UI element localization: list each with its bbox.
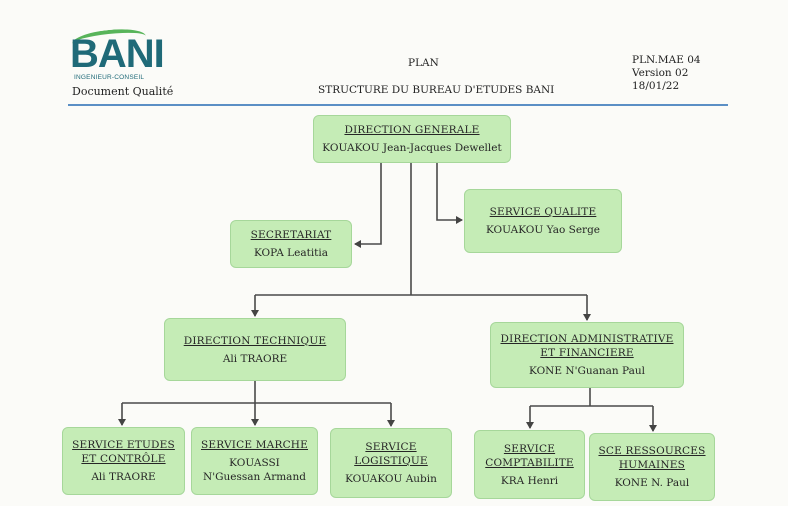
service-etudes-title-1: SERVICE ETUDES	[72, 439, 175, 451]
page-title: STRUCTURE DU BUREAU D'ETUDES BANI	[318, 84, 555, 96]
secretariat-person: KOPA Leatitia	[253, 247, 329, 259]
ressources-humaines-title-2: HUMAINES	[618, 459, 686, 471]
service-marche-person-2: N'Guessan Armand	[203, 471, 306, 483]
box-direction-administrative: DIRECTION ADMINISTRATIVE ET FINANCIERE K…	[490, 322, 684, 388]
service-comptabilite-person: KRA Henri	[500, 474, 559, 487]
logo-text: BANI	[70, 32, 165, 76]
direction-technique-person: Ali TRAORE	[222, 352, 288, 365]
direction-generale-person: KOUAKOU Jean-Jacques Dewellet	[322, 142, 502, 154]
document-reference: PLN.MAE 04 Version 02 18/01/22	[632, 54, 701, 93]
direction-generale-title: DIRECTION GENERALE	[344, 124, 480, 136]
direction-administrative-title-1: DIRECTION ADMINISTRATIVE	[500, 333, 674, 345]
service-comptabilite-title-1: SERVICE	[503, 442, 556, 455]
direction-administrative-title-2: ET FINANCIERE	[540, 347, 634, 359]
ressources-humaines-title-1: SCE RESSOURCES	[598, 445, 706, 457]
box-service-qualite: SERVICE QUALITE KOUAKOU Yao Serge	[464, 189, 622, 253]
box-service-comptabilite: SERVICE COMPTABILITE KRA Henri	[474, 430, 585, 499]
secretariat-title: SECRETARIAT	[250, 229, 332, 241]
bani-logo: BANI INGENIEUR-CONSEIL	[70, 26, 170, 98]
box-service-logistique: SERVICE LOGISTIQUE KOUAKOU Aubin	[330, 428, 452, 498]
service-logistique-person: KOUAKOU Aubin	[345, 473, 437, 485]
service-marche-person-1: KOUASSI	[229, 457, 280, 469]
connector-dg-qualite	[436, 163, 463, 224]
service-marche-title: SERVICE MARCHE	[200, 439, 309, 451]
service-comptabilite-title-2: COMPTABILITE	[485, 456, 574, 469]
service-logistique-title-2: LOGISTIQUE	[354, 455, 428, 467]
document-date: 18/01/22	[632, 80, 680, 92]
box-direction-generale: DIRECTION GENERALE KOUAKOU Jean-Jacques …	[313, 115, 511, 163]
header-divider	[68, 104, 728, 106]
service-etudes-person: Ali TRAORE	[91, 471, 156, 483]
box-service-etudes: SERVICE ETUDES ET CONTRÔLE Ali TRAORE	[62, 427, 185, 495]
direction-administrative-person: KONE N'Guanan Paul	[529, 365, 645, 377]
logo-subtitle: INGENIEUR-CONSEIL	[74, 74, 145, 81]
box-secretariat: SECRETARIAT KOPA Leatitia	[230, 220, 352, 268]
ressources-humaines-person: KONE N. Paul	[614, 477, 690, 489]
service-qualite-person: KOUAKOU Yao Serge	[485, 224, 601, 236]
service-qualite-title: SERVICE QUALITE	[489, 206, 597, 218]
direction-technique-title: DIRECTION TECHNIQUE	[183, 334, 327, 347]
version-label: Version 02	[632, 67, 689, 79]
plan-label: PLAN	[408, 57, 439, 69]
box-service-marche: SERVICE MARCHE KOUASSI N'Guessan Armand	[191, 427, 318, 495]
service-etudes-title-2: ET CONTRÔLE	[81, 453, 166, 465]
box-ressources-humaines: SCE RESSOURCES HUMAINES KONE N. Paul	[589, 433, 715, 501]
document-quality-label: Document Qualité	[72, 85, 174, 98]
connector-dg-secretariat	[354, 163, 382, 248]
service-logistique-title-1: SERVICE	[365, 441, 417, 453]
box-direction-technique: DIRECTION TECHNIQUE Ali TRAORE	[164, 318, 346, 381]
reference-code: PLN.MAE 04	[632, 54, 701, 66]
